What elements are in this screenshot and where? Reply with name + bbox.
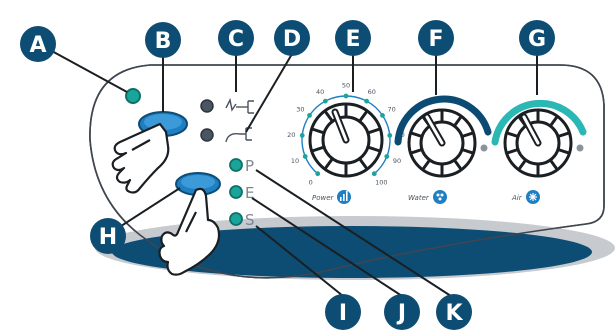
- callout-g: G: [519, 20, 555, 56]
- power-scale-label: 10: [291, 157, 299, 165]
- power-scale-dot: [371, 171, 377, 177]
- power-scale-dot: [380, 112, 385, 118]
- svg-text:K: K: [445, 301, 463, 326]
- svg-text:A: A: [29, 33, 46, 58]
- power-scale-label: 100: [375, 179, 387, 187]
- leader-lines: [49, 49, 538, 299]
- power-scale-label: 20: [287, 131, 295, 139]
- svg-text:B: B: [155, 29, 172, 54]
- power-scale-dot: [343, 93, 349, 99]
- callout-h: H: [90, 218, 126, 254]
- callout-c: C: [218, 20, 254, 56]
- callout-e: E: [335, 20, 371, 56]
- power-scale-dot: [387, 133, 393, 138]
- power-scale-label: 70: [387, 106, 395, 114]
- power-scale-dot: [384, 154, 390, 159]
- svg-text:I: I: [339, 301, 347, 326]
- power-scale-dot: [307, 112, 312, 118]
- power-scale-label: 60: [368, 88, 376, 96]
- power-scale-dot: [315, 171, 321, 177]
- mode-led-p: P: [229, 157, 254, 175]
- svg-text:C: C: [228, 27, 244, 52]
- callout-a: A: [20, 26, 56, 62]
- tray: [112, 226, 592, 278]
- water-label: Water: [408, 194, 430, 202]
- pointing-hand-icon-lower: [158, 187, 221, 276]
- callout-k: K: [436, 294, 472, 330]
- callout-i: I: [325, 294, 361, 330]
- led-d: [200, 128, 214, 142]
- water-dial[interactable]: [394, 95, 492, 178]
- svg-text:D: D: [283, 27, 301, 52]
- led-a: [125, 88, 141, 104]
- power-scale-label: 0: [309, 179, 313, 187]
- power-scale-dot: [322, 98, 328, 104]
- water-drops-icon: [433, 190, 447, 204]
- power-scale-dot: [299, 133, 305, 138]
- mode-letter-s: S: [245, 211, 255, 229]
- callout-b: B: [145, 22, 181, 58]
- power-scale-label: 40: [316, 88, 324, 96]
- svg-text:E: E: [345, 27, 360, 52]
- air-snowflake-icon: [526, 190, 540, 204]
- power-scale-dot: [364, 98, 370, 104]
- led-c: [200, 99, 214, 113]
- power-bars-icon: [337, 190, 351, 204]
- air-dial[interactable]: [491, 99, 587, 178]
- callout-f: F: [418, 20, 454, 56]
- callout-j: J: [384, 294, 420, 330]
- power-scale-label: 50: [342, 82, 350, 90]
- power-label: Power: [312, 194, 335, 202]
- pointing-hand-icon-upper: [111, 122, 170, 194]
- mode-letter-e: E: [245, 184, 254, 202]
- handpiece-icon: [225, 97, 254, 114]
- power-scale-label: 30: [296, 106, 304, 114]
- mode-led-e: E: [229, 184, 254, 202]
- power-scale-dot: [302, 154, 308, 159]
- svg-text:H: H: [99, 225, 117, 250]
- water-level-arc: [394, 95, 492, 146]
- mode-letter-p: P: [245, 157, 254, 175]
- air-label: Air: [511, 194, 523, 202]
- mode-led-s: S: [229, 211, 255, 229]
- svg-text:J: J: [396, 301, 406, 326]
- svg-text:F: F: [428, 27, 443, 52]
- power-scale-label: 90: [393, 157, 401, 165]
- callout-d: D: [274, 20, 310, 56]
- air-level-arc: [491, 99, 587, 146]
- svg-text:G: G: [528, 27, 546, 52]
